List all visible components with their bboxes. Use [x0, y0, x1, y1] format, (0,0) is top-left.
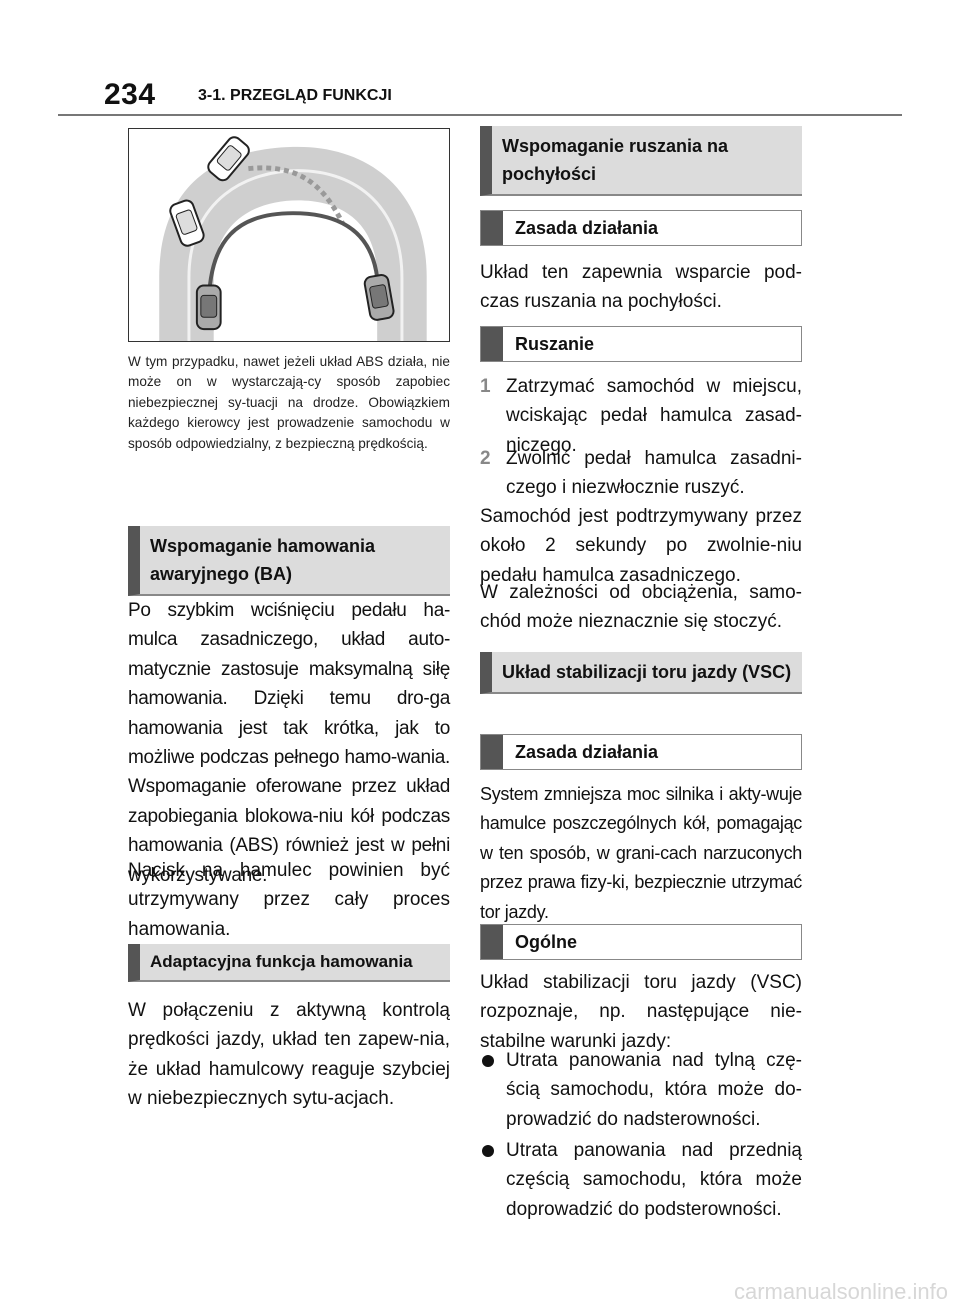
car-left — [169, 199, 205, 247]
bullet-dot — [482, 1055, 494, 1067]
car-bottom-right — [363, 273, 395, 321]
page-number: 234 — [104, 78, 156, 111]
subheading-start: Ruszanie — [480, 326, 802, 362]
subheading-principle-text: Zasada działania — [515, 218, 659, 238]
subheading-vsc-principle: Zasada działania — [480, 734, 802, 770]
step-text: Zatrzymać samochód w miejscu, wciskając … — [506, 376, 802, 456]
step-text: Zwolnić pedał hamulca zasadni-czego i ni… — [506, 448, 802, 499]
section-title: 3-1. PRZEGLĄD FUNKCJI — [198, 87, 392, 104]
header-rule — [58, 114, 902, 116]
car-bottom-left — [195, 284, 222, 331]
bullet-text: Utrata panowania nad tylną czę-ścią samo… — [506, 1050, 802, 1130]
ba-text: Po szybkim wciśnięciu pedału ha-mulca za… — [128, 600, 450, 886]
step-number: 2 — [480, 448, 491, 469]
watermark: carmanualsonline.info — [733, 1279, 948, 1304]
vsc-text: System zmniejsza moc silnika i akty-wuje… — [480, 784, 802, 922]
adaptive-text: W połączeniu z aktywną kontrolą prędkośc… — [128, 1000, 450, 1110]
heading-adaptive: Adaptacyjna funkcja hamowania — [128, 944, 450, 982]
heading-hill-start: Wspomaganie ruszania na pochyłości — [480, 126, 802, 196]
figure-caption: W tym przypadku, nawet jeżeli układ ABS … — [128, 354, 450, 451]
heading-vsc: Układ stabilizacji toru jazdy (VSC) — [480, 652, 802, 694]
roll-text: W zależności od obciążenia, samo-chód mo… — [480, 582, 802, 633]
road-shape — [159, 146, 427, 341]
subheading-bar — [481, 925, 503, 959]
subheading-vsc-principle-text: Zasada działania — [515, 742, 659, 762]
bullet-text: Utrata panowania nad przednią częścią sa… — [506, 1140, 802, 1220]
skid-illustration-svg — [159, 136, 427, 341]
step-number: 1 — [480, 376, 491, 397]
bullet-dot — [482, 1145, 494, 1157]
heading-ba: Wspomaganie hamowania awaryjnego (BA) — [128, 526, 450, 596]
hold-text: Samochód jest podtrzymywany przez około … — [480, 506, 802, 586]
ba-text-2: Nacisk na hamulec powinien być utrzymywa… — [128, 860, 450, 940]
subheading-principle: Zasada działania — [480, 210, 802, 246]
general-text: Układ stabilizacji toru jazdy (VSC) rozp… — [480, 972, 802, 1052]
principle-text: Układ ten zapewnia wsparcie pod-czas rus… — [480, 262, 802, 313]
subheading-bar — [481, 211, 503, 245]
subheading-general-text: Ogólne — [515, 932, 577, 952]
intended-path — [206, 211, 380, 308]
skid-illustration — [128, 128, 450, 342]
subheading-general: Ogólne — [480, 924, 802, 960]
page-header: 234 3-1. PRZEGLĄD FUNKCJI — [0, 0, 960, 116]
subheading-start-text: Ruszanie — [515, 334, 595, 354]
car-top — [207, 136, 250, 182]
subheading-bar — [481, 327, 503, 361]
subheading-bar — [481, 735, 503, 769]
